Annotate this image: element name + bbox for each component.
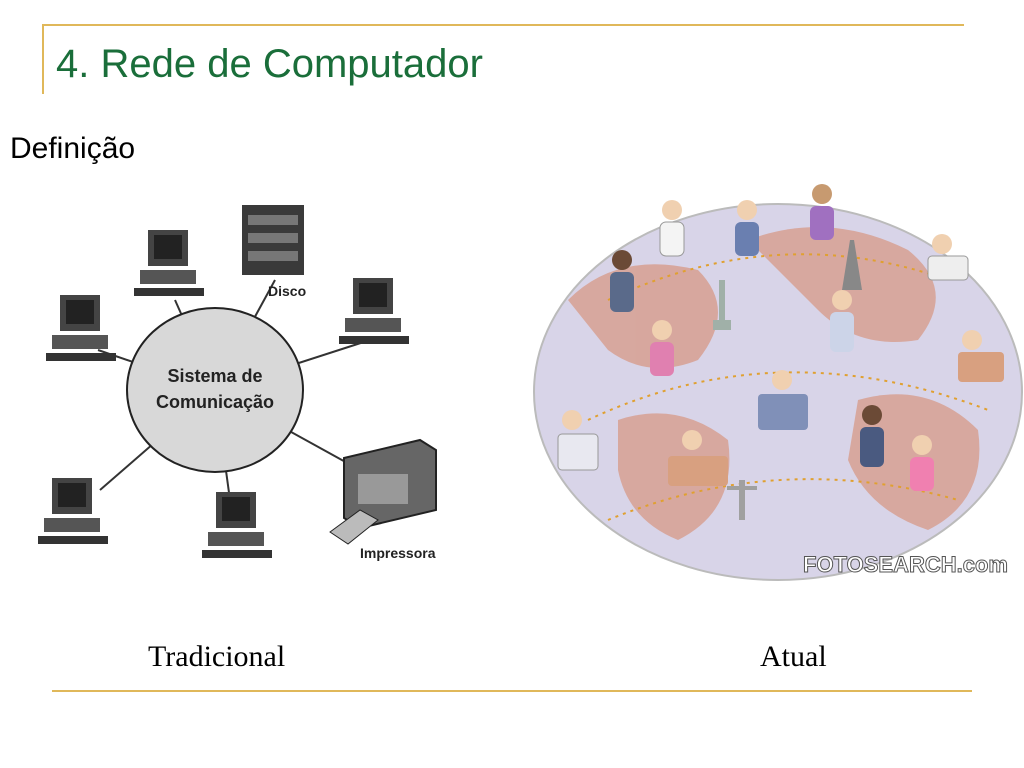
person-icon	[958, 330, 1004, 382]
computer-icon	[38, 478, 108, 544]
watermark-brand: FOTOSEARCH.com	[803, 552, 1008, 577]
caption-traditional: Tradicional	[148, 640, 286, 673]
person-icon	[830, 290, 854, 352]
side-rule	[42, 24, 44, 94]
person-icon	[860, 405, 884, 467]
printer-label: Impressora	[360, 545, 436, 561]
center-label-line1: Sistema de	[167, 366, 262, 386]
person-icon	[659, 200, 685, 257]
modern-network-illustration: FOTOSEARCH.com	[528, 180, 1024, 584]
bottom-rule	[52, 690, 972, 692]
person-icon	[758, 370, 808, 430]
statue-icon	[727, 480, 757, 520]
disk-label: Disco	[268, 283, 306, 299]
computer-icon	[339, 278, 409, 344]
top-rule	[42, 24, 964, 26]
slide-subtitle: Definição	[10, 132, 136, 165]
person-icon	[650, 320, 674, 376]
computer-icon	[202, 492, 272, 558]
traditional-diagram-svg: Sistema de Comunicação Disco	[38, 205, 437, 561]
person-icon	[910, 435, 934, 491]
center-label-line2: Comunicação	[156, 392, 274, 412]
person-icon	[810, 184, 834, 240]
communication-system-circle	[126, 307, 304, 473]
person-icon	[735, 200, 759, 256]
printer-icon	[329, 438, 437, 545]
caption-modern: Atual	[760, 640, 827, 673]
disk-icon	[242, 205, 304, 275]
person-icon	[610, 250, 634, 312]
statue-icon	[713, 280, 731, 330]
person-icon	[927, 234, 969, 281]
slide-title: 4. Rede de Computador	[56, 42, 483, 86]
person-icon	[668, 430, 728, 486]
traditional-network-diagram: Sistema de Comunicação Disco	[30, 200, 450, 580]
modern-illustration-svg: FOTOSEARCH.com	[533, 184, 1023, 581]
computer-icon	[134, 230, 204, 296]
computer-icon	[46, 295, 116, 361]
tower-icon	[842, 240, 862, 290]
person-icon	[557, 410, 599, 471]
